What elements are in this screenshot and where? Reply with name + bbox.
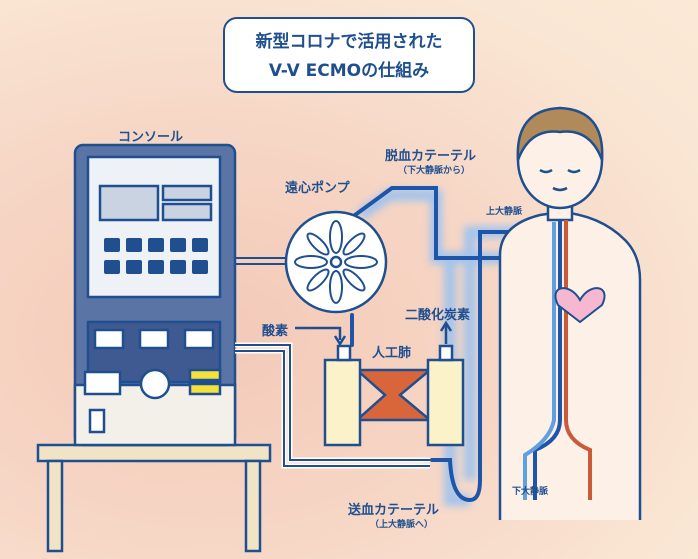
label-return-catheter: 送血カテーテル [348, 503, 440, 518]
patient [498, 106, 642, 520]
blood-circuit [350, 186, 552, 503]
gas-arrows [295, 320, 453, 347]
title-line2: V-V ECMOの仕組み [268, 61, 430, 81]
label-oxygenator: 人工肺 [372, 346, 412, 361]
label-console: コンソール [118, 130, 184, 145]
label-return-catheter-sub: （上大静脈へ） [370, 520, 434, 530]
oxygenator [323, 344, 465, 447]
vessels [523, 220, 592, 500]
label-pump: 遠心ポンプ [285, 181, 350, 196]
title-box: 新型コロナで活用された V-V ECMOの仕組み [223, 17, 475, 93]
label-oxygen: 酸素 [262, 324, 289, 339]
console-cables [235, 257, 430, 469]
label-superior-vena-cava: 上大静脈 [486, 207, 523, 217]
label-drain-catheter-sub: （下大静脈から） [398, 166, 471, 176]
heart-icon [554, 287, 606, 324]
table [36, 443, 272, 553]
label-drain-catheter: 脱血カテーテル [385, 149, 477, 164]
console-machine [73, 143, 237, 447]
centrifugal-pump [284, 210, 388, 314]
title-line1: 新型コロナで活用された [255, 32, 443, 52]
console-buttons [104, 238, 208, 274]
label-co2: 二酸化炭素 [405, 308, 471, 323]
label-inferior-vena-cava: 下大静脈 [512, 487, 549, 497]
